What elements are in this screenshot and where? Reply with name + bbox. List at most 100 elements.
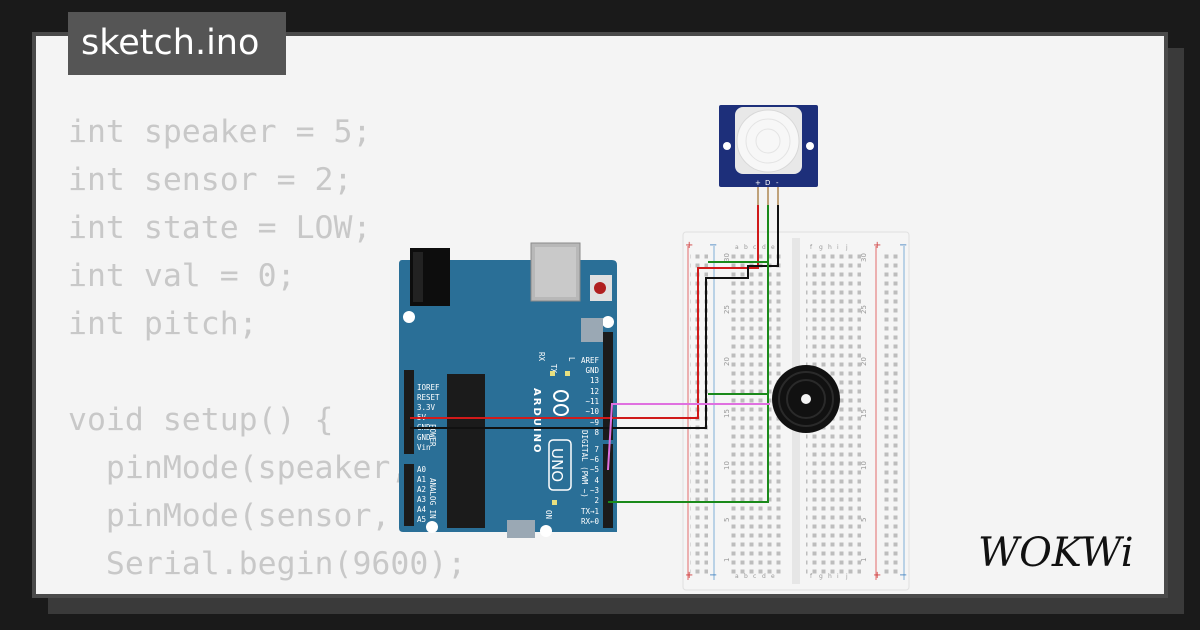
digital-pin-label: 8 bbox=[594, 428, 599, 437]
column-label: c bbox=[753, 244, 756, 251]
column-label: h bbox=[828, 573, 832, 580]
rail-minus-label: − bbox=[709, 570, 717, 581]
column-label: d bbox=[762, 244, 766, 251]
rail-plus-label: + bbox=[873, 570, 881, 581]
power-header bbox=[404, 370, 414, 454]
digital-pin-label: GND bbox=[585, 366, 599, 375]
power-pin-label: 3.3V bbox=[417, 403, 436, 412]
analog-pin-label: A4 bbox=[417, 505, 427, 514]
analog-header bbox=[404, 464, 414, 526]
rail-minus-label: − bbox=[899, 570, 907, 581]
digital-header-lower bbox=[603, 444, 613, 528]
digital-pin-label: ~3 bbox=[590, 486, 599, 495]
analog-pin-label: A5 bbox=[417, 515, 426, 524]
row-number: 1 bbox=[860, 558, 868, 562]
digital-pin-label: RX←0 bbox=[581, 517, 600, 526]
analog-label: ANALOG IN bbox=[428, 478, 437, 519]
code-line: int sensor = 2; bbox=[68, 162, 353, 198]
wire-red bbox=[410, 205, 759, 419]
pir-pin-label: - bbox=[776, 179, 779, 187]
row-number: 30 bbox=[723, 253, 731, 262]
analog-pin-label: A0 bbox=[417, 465, 427, 474]
power-pin-label: GND bbox=[417, 433, 431, 442]
wire-green bbox=[608, 261, 769, 503]
column-label: j bbox=[845, 573, 848, 580]
code-line: int state = LOW; bbox=[68, 210, 372, 246]
row-number: 15 bbox=[723, 409, 731, 418]
column-label: i bbox=[837, 244, 839, 251]
column-label: e bbox=[771, 573, 775, 580]
digital-header-upper bbox=[603, 332, 613, 440]
column-label: e bbox=[771, 244, 775, 251]
led-label-tx: TX bbox=[549, 364, 558, 374]
column-label: b bbox=[744, 573, 748, 580]
digital-pin-label: ~9 bbox=[590, 418, 599, 427]
column-label: f bbox=[810, 573, 813, 580]
arduino-model-text: UNO bbox=[548, 448, 566, 482]
led-label-rx: RX bbox=[537, 352, 546, 362]
row-number: 25 bbox=[860, 305, 868, 314]
pir-pin-label: + bbox=[755, 179, 761, 187]
digital-pin-label: ~10 bbox=[585, 407, 599, 416]
atmega-chip bbox=[447, 374, 485, 528]
row-number: 1 bbox=[723, 558, 731, 562]
code-line: int speaker = 5; bbox=[68, 114, 372, 150]
row-number: 20 bbox=[860, 357, 868, 366]
rail-plus-label: + bbox=[685, 570, 693, 581]
digital-pin-label: 7 bbox=[594, 445, 599, 454]
code-line: Serial.begin(9600); bbox=[68, 546, 467, 582]
digital-pin-label: TX→1 bbox=[581, 507, 599, 516]
arduino-uno-board[interactable]: IOREF RESET 3.3V 5V GND GND Vin A0 A1 A2… bbox=[399, 242, 617, 538]
column-label: d bbox=[762, 573, 766, 580]
code-line: int val = 0; bbox=[68, 258, 296, 294]
row-number: 5 bbox=[723, 518, 731, 522]
arduino-logo: ARDUINO UNO bbox=[531, 388, 572, 491]
analog-pin-label: A1 bbox=[417, 475, 426, 484]
power-pin-label: RESET bbox=[417, 393, 440, 402]
digital-pin-label: 4 bbox=[594, 476, 599, 485]
row-number: 10 bbox=[860, 461, 868, 470]
digital-pin-label: ~6 bbox=[590, 455, 600, 464]
digital-label: DIGITAL (PWM ~) bbox=[580, 430, 589, 498]
led-label-l: L bbox=[567, 357, 576, 362]
rail-minus-label: − bbox=[899, 240, 907, 251]
pir-sensor[interactable]: + D - bbox=[719, 105, 818, 205]
power-pin-label: IOREF bbox=[417, 383, 440, 392]
wire-pink bbox=[607, 403, 770, 471]
digital-pin-label: 2 bbox=[594, 496, 599, 505]
column-label: h bbox=[828, 244, 832, 251]
rail-plus-label: + bbox=[685, 240, 693, 251]
digital-pin-label: ~11 bbox=[585, 397, 599, 406]
row-number: 15 bbox=[860, 409, 868, 418]
arduino-brand-text: ARDUINO bbox=[531, 388, 542, 454]
wokwi-logo-text: WOKWi bbox=[978, 530, 1134, 576]
column-label: a bbox=[735, 573, 739, 580]
digital-pin-label: 12 bbox=[590, 387, 599, 396]
on-label: ON bbox=[544, 510, 553, 519]
wire-black bbox=[410, 205, 779, 429]
column-label: g bbox=[819, 573, 823, 580]
column-label: c bbox=[753, 573, 756, 580]
buzzer[interactable] bbox=[772, 365, 840, 433]
row-number: 5 bbox=[860, 518, 868, 522]
pir-pin-label: D bbox=[765, 179, 770, 187]
power-pin-label: Vin bbox=[417, 443, 431, 452]
column-label: j bbox=[845, 244, 848, 251]
row-number: 20 bbox=[723, 357, 731, 366]
wokwi-logo: WOKWi bbox=[978, 530, 1134, 576]
digital-pin-label: ~5 bbox=[590, 465, 599, 474]
code-line: void setup() { bbox=[68, 402, 334, 438]
row-number: 10 bbox=[723, 461, 731, 470]
digital-pin-label: AREF bbox=[581, 356, 600, 365]
column-label: g bbox=[819, 244, 823, 251]
rail-plus-label: + bbox=[873, 240, 881, 251]
analog-pin-label: A3 bbox=[417, 495, 426, 504]
code-line: int pitch; bbox=[68, 306, 258, 342]
column-label: f bbox=[810, 244, 813, 251]
file-tab[interactable]: sketch.ino bbox=[68, 12, 286, 75]
row-number: 30 bbox=[860, 253, 868, 262]
digital-pin-label: 13 bbox=[590, 376, 599, 385]
analog-pin-label: A2 bbox=[417, 485, 426, 494]
